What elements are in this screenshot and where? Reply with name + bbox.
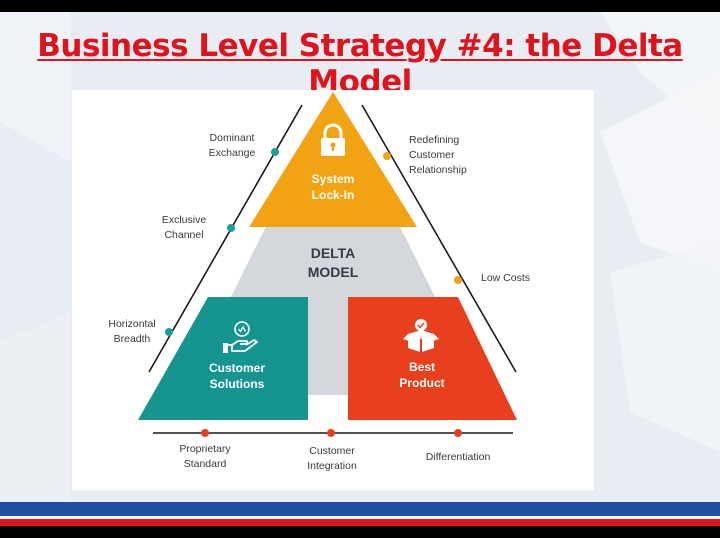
- footer-blue-stripe: [0, 502, 720, 516]
- system-lock-in-line2: Lock-In: [311, 188, 355, 202]
- left-dot-1: [271, 148, 279, 156]
- best-product-line2: Product: [399, 376, 445, 390]
- right-label-2-line1: Low Costs: [481, 272, 531, 284]
- right-label-1-line2: Customer: [409, 149, 455, 161]
- bottom-label-3-line1: Differentiation: [425, 451, 491, 463]
- top-black-bar: [0, 0, 720, 12]
- footer-black-bar: [0, 526, 720, 538]
- system-lock-in-label: System Lock-In: [283, 171, 383, 203]
- lock-icon: [321, 123, 345, 156]
- bottom-label-customer-integration: Customer Integration: [287, 444, 377, 474]
- footer-red-stripe: [0, 519, 720, 526]
- best-product-shape: [348, 297, 517, 420]
- right-label-1-line3: Relationship: [409, 164, 467, 176]
- right-label-1-line1: Redefining: [409, 134, 460, 146]
- bottom-label-1-line2: Standard: [183, 458, 227, 470]
- bottom-label-1-line1: Proprietary: [179, 443, 231, 455]
- customer-solutions-line1: Customer: [208, 361, 265, 375]
- left-label-dominant-exchange: Dominant Exchange: [192, 131, 272, 161]
- left-label-horizontal-breadth: Horizontal Breadth: [92, 317, 172, 347]
- left-label-2-line1: Exclusive: [161, 214, 207, 226]
- delta-model-line2: MODEL: [307, 264, 359, 280]
- bottom-dot-1: [201, 429, 209, 437]
- right-label-low-costs: Low Costs: [481, 271, 561, 286]
- best-product-line1: Best: [408, 360, 435, 374]
- bottom-label-2-line2: Integration: [307, 460, 357, 472]
- customer-solutions-line2: Solutions: [209, 377, 265, 391]
- footer-white-stripe: [0, 516, 720, 519]
- left-dot-2: [227, 224, 235, 232]
- delta-model-label: DELTA MODEL: [278, 244, 388, 282]
- bottom-label-proprietary-standard: Proprietary Standard: [160, 442, 250, 472]
- background-decoration: [0, 12, 720, 502]
- right-side-line: [361, 104, 517, 373]
- right-dot-2: [454, 276, 462, 284]
- bottom-dot-2: [327, 429, 335, 437]
- left-dot-3: [165, 328, 173, 336]
- bottom-label-2-line1: Customer: [309, 445, 355, 457]
- left-label-1-line1: Dominant: [209, 132, 255, 144]
- left-label-2-line2: Channel: [164, 229, 204, 241]
- box-icon: [403, 319, 439, 352]
- bottom-label-differentiation: Differentiation: [408, 450, 508, 465]
- left-label-3-line2: Breadth: [113, 333, 151, 345]
- system-lock-in-shape: [249, 92, 417, 227]
- left-label-1-line2: Exchange: [208, 147, 256, 159]
- delta-diagram: [138, 92, 517, 437]
- right-dot-1: [383, 152, 391, 160]
- system-lock-in-line1: System: [311, 172, 355, 186]
- hand-gift-icon: [223, 321, 258, 353]
- diagram-panel: System Lock-In DELTA MODEL Customer Solu…: [72, 90, 594, 490]
- customer-solutions-label: Customer Solutions: [187, 360, 287, 392]
- delta-model-line1: DELTA: [310, 245, 356, 261]
- bottom-dot-3: [454, 429, 462, 437]
- best-product-label: Best Product: [372, 359, 472, 391]
- right-label-redefining-customer-relationship: Redefining Customer Relationship: [409, 133, 509, 178]
- left-label-exclusive-channel: Exclusive Channel: [144, 213, 224, 243]
- customer-solutions-shape: [138, 297, 308, 420]
- left-label-3-line1: Horizontal: [108, 318, 156, 330]
